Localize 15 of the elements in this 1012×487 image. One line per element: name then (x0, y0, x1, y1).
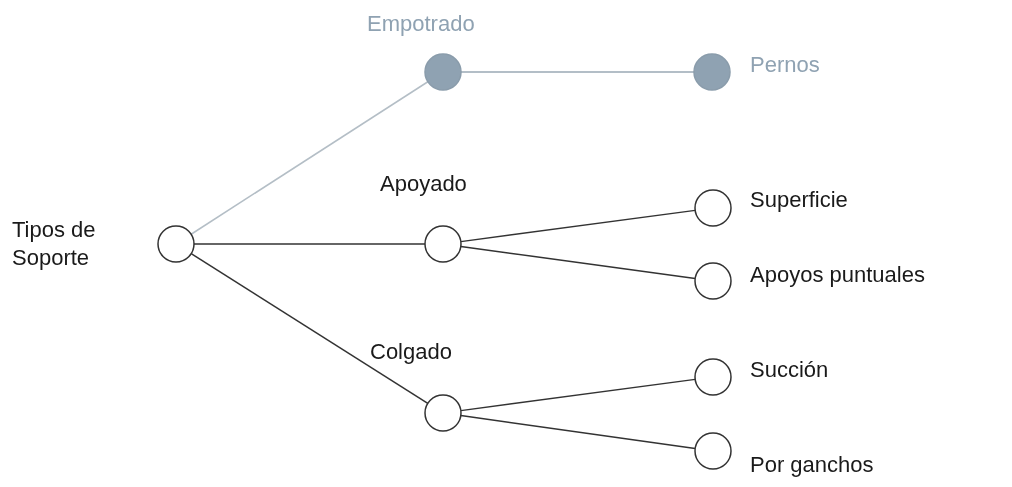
node-label: Empotrado (367, 10, 475, 38)
connector-line (460, 209, 696, 243)
node-label: Colgado (370, 338, 452, 366)
connector-line (460, 378, 696, 412)
connector-line (190, 81, 429, 235)
node-label: Por ganchos (750, 451, 874, 479)
connector-line (460, 245, 696, 280)
node-label: Superficie (750, 186, 848, 214)
node-label: Pernos (750, 51, 820, 79)
node-label: Apoyado (380, 170, 467, 198)
node-label: Tipos de Soporte (12, 216, 97, 272)
node-label: Succión (750, 356, 829, 384)
node-label: Apoyos puntuales (750, 261, 925, 289)
connector-line (190, 252, 429, 405)
connector-line (460, 414, 696, 450)
